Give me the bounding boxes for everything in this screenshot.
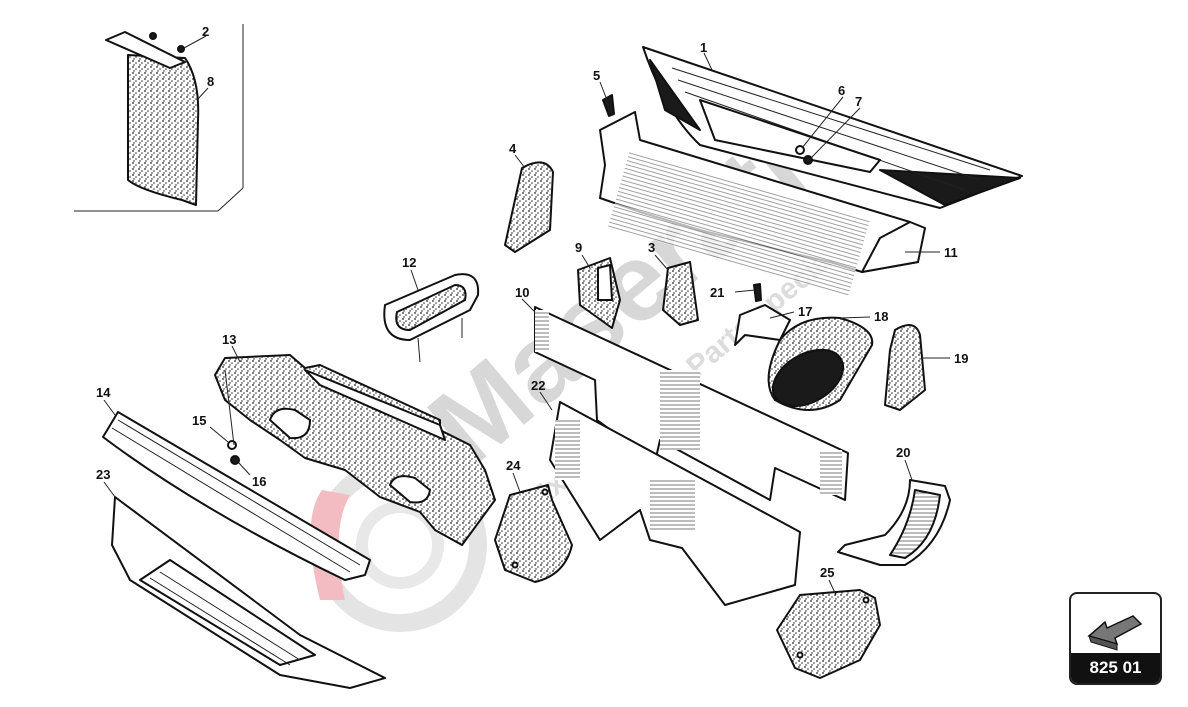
callout-2: 2 xyxy=(202,24,209,39)
callout-7: 7 xyxy=(855,94,862,109)
part-1-top-panel xyxy=(642,46,1023,209)
part-2-screw-b xyxy=(149,32,157,40)
callout-6: 6 xyxy=(838,83,845,98)
part-24-corner-pad xyxy=(494,484,573,583)
arrow-icon xyxy=(1087,615,1143,651)
part-10-bulkhead-panel xyxy=(534,306,849,501)
callout-1: 1 xyxy=(700,40,707,55)
callout-12: 12 xyxy=(402,255,416,270)
callout-11: 11 xyxy=(944,245,958,260)
callout-10: 10 xyxy=(515,285,529,300)
part-15-washer xyxy=(227,440,237,450)
part-4-side-trim xyxy=(504,161,554,253)
part-13-large-felt-panel xyxy=(214,354,496,546)
callout-25: 25 xyxy=(820,565,834,580)
part-8-felt-pad xyxy=(127,54,200,206)
callout-3: 3 xyxy=(648,240,655,255)
callout-19: 19 xyxy=(954,351,968,366)
part-25-corner-pad xyxy=(776,589,881,679)
callout-14: 14 xyxy=(96,385,111,400)
reference-code: 825 01 xyxy=(1071,653,1160,683)
reference-badge[interactable]: 825 01 xyxy=(1069,592,1162,685)
part-23-kick-panel xyxy=(111,496,386,689)
callout-20: 20 xyxy=(896,445,910,460)
part-19-side-trim xyxy=(884,324,926,411)
part-20-curved-trim xyxy=(837,479,951,566)
callout-8: 8 xyxy=(207,74,214,89)
part-18-speaker-housing xyxy=(767,316,874,411)
callouts: 1 2 3 4 5 6 7 8 9 10 11 12 13 14 15 16 1… xyxy=(96,24,968,580)
part-9-clip xyxy=(597,264,613,301)
callout-23: 23 xyxy=(96,467,110,482)
part-21-screw xyxy=(753,283,762,302)
part-7-nut xyxy=(803,155,813,165)
callout-17: 17 xyxy=(798,304,812,319)
part-22-lower-panel xyxy=(549,401,801,606)
callout-24: 24 xyxy=(506,458,521,473)
callout-13: 13 xyxy=(222,332,236,347)
part-8-bracket xyxy=(105,31,186,69)
callout-18: 18 xyxy=(874,309,888,324)
leader-lines xyxy=(103,35,950,596)
callout-4: 4 xyxy=(509,141,517,156)
part-2-screw xyxy=(177,45,185,53)
inset-detail xyxy=(74,24,244,212)
part-5-screw xyxy=(602,94,615,117)
callout-21: 21 xyxy=(710,285,724,300)
part-12-vent-inner xyxy=(395,284,467,331)
part-16-nut xyxy=(230,455,240,465)
callout-16: 16 xyxy=(252,474,266,489)
part-14-sill-strip xyxy=(102,411,371,581)
part-11-floor-panel xyxy=(599,111,926,296)
callout-9: 9 xyxy=(575,240,582,255)
part-3-pocket xyxy=(662,261,699,326)
callout-5: 5 xyxy=(593,68,600,83)
callout-22: 22 xyxy=(531,378,545,393)
callout-15: 15 xyxy=(192,413,206,428)
